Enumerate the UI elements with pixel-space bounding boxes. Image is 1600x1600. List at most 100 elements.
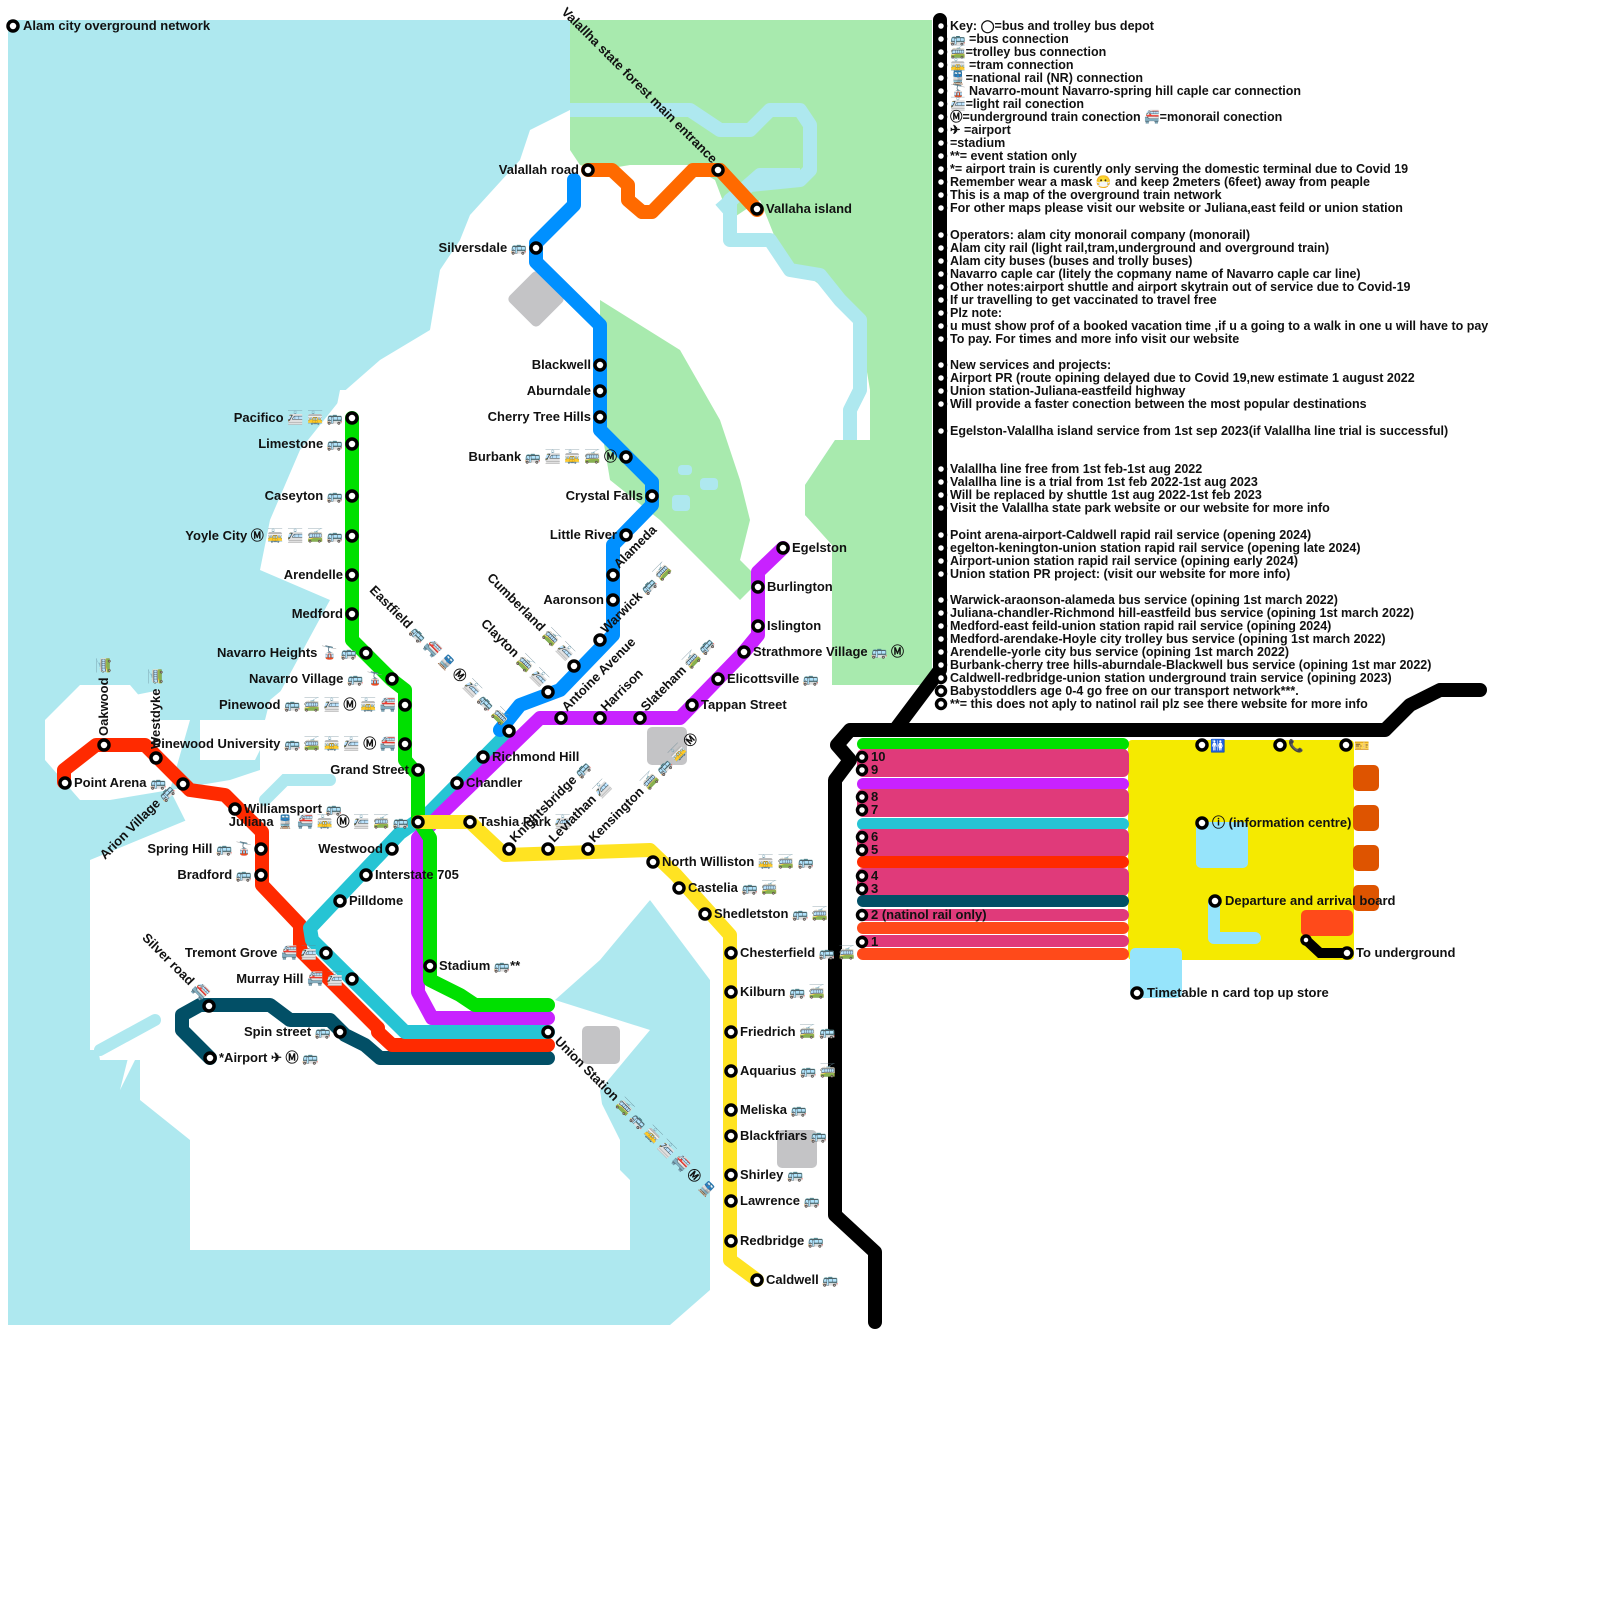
platform-2[interactable]: 2 (natinol rail only): [855, 907, 987, 922]
station[interactable]: Arendelle: [284, 567, 359, 582]
station-marker[interactable]: [149, 751, 163, 765]
platform-marker[interactable]: [855, 869, 869, 883]
black-top-line[interactable]: [873, 683, 1487, 737]
station-marker[interactable]: [58, 776, 72, 790]
station-marker[interactable]: [345, 972, 359, 986]
station[interactable]: Aquarius 🚌 🚎: [724, 1063, 836, 1078]
station[interactable]: Bradford 🚌: [177, 867, 268, 882]
station[interactable]: Tremont Grove 🚝 🚈: [185, 945, 333, 960]
station-marker[interactable]: [333, 894, 347, 908]
station-marker[interactable]: [202, 999, 216, 1013]
station-marker[interactable]: [619, 450, 633, 464]
platform-8[interactable]: 8: [855, 789, 879, 804]
station-marker[interactable]: [411, 815, 425, 829]
station-marker[interactable]: [359, 868, 373, 882]
station[interactable]: Strathmore Village 🚌 Ⓜ: [737, 644, 904, 659]
station-marker[interactable]: [606, 568, 620, 582]
station[interactable]: Friedrich 🚎 🚌: [724, 1024, 835, 1039]
platform-marker[interactable]: [855, 763, 869, 777]
station[interactable]: Egelston: [776, 540, 847, 555]
station[interactable]: Caseyton 🚌: [265, 488, 359, 503]
station-marker[interactable]: [333, 1025, 347, 1039]
station[interactable]: Elicottsville 🚌: [711, 671, 819, 686]
platform-10[interactable]: 10: [855, 749, 886, 764]
station[interactable]: Redbridge 🚌: [724, 1233, 824, 1248]
station-marker[interactable]: [685, 698, 699, 712]
station[interactable]: Lawrence 🚌: [724, 1193, 820, 1208]
station-marker[interactable]: [646, 855, 660, 869]
station-marker[interactable]: [724, 1194, 738, 1208]
platform-6[interactable]: 6: [855, 829, 879, 844]
station-marker[interactable]: [359, 646, 373, 660]
station[interactable]: Spin street 🚌: [244, 1024, 347, 1039]
station-marker[interactable]: [541, 685, 555, 699]
toilets-marker[interactable]: [1195, 738, 1209, 752]
station-marker[interactable]: [463, 815, 477, 829]
station-marker[interactable]: [724, 946, 738, 960]
station[interactable]: Oakwood 🚎: [96, 658, 111, 752]
station[interactable]: Kilburn 🚌 🚎: [724, 984, 825, 999]
station-marker[interactable]: [711, 163, 725, 177]
station[interactable]: Blackfriars 🚌: [724, 1128, 827, 1143]
station-marker[interactable]: [593, 358, 607, 372]
station[interactable]: Navarro Village 🚌 🚡: [249, 671, 399, 686]
teal-line[interactable]: [175, 998, 555, 1065]
station-marker[interactable]: [176, 777, 190, 791]
ticket-marker[interactable]: [1339, 738, 1353, 752]
platform-marker[interactable]: [855, 935, 869, 949]
station-marker[interactable]: [593, 384, 607, 398]
platform-4[interactable]: 4: [855, 868, 880, 883]
station-marker[interactable]: [606, 593, 620, 607]
station[interactable]: Interstate 705: [359, 867, 459, 882]
station-marker[interactable]: [345, 607, 359, 621]
store-marker[interactable]: [1130, 986, 1144, 1000]
station-marker[interactable]: [345, 529, 359, 543]
station[interactable]: Pacifico 🚈 🚋 🚌: [234, 410, 359, 425]
platform-7[interactable]: 7: [855, 802, 879, 817]
station-marker[interactable]: [724, 1064, 738, 1078]
platform-5[interactable]: 5: [855, 842, 879, 857]
station[interactable]: Islington: [751, 618, 821, 633]
station[interactable]: Pinewood University 🚌 🚎 🚋 🚈 Ⓜ 🚝: [153, 736, 412, 751]
platform-marker[interactable]: [855, 908, 869, 922]
station-marker[interactable]: [541, 842, 555, 856]
station[interactable]: Burbank 🚌 🚈 🚋 🚎 Ⓜ: [468, 449, 633, 464]
station[interactable]: North Williston 🚋 🚎 🚌: [646, 854, 814, 869]
station-marker[interactable]: [345, 437, 359, 451]
station-marker[interactable]: [385, 842, 399, 856]
station[interactable]: Grand Street: [330, 762, 425, 777]
station[interactable]: Juliana 🚆 🚝 🚋 Ⓜ 🚈 🚎 🚌: [229, 814, 425, 829]
station[interactable]: *Airport ✈ Ⓜ 🚌: [203, 1050, 318, 1065]
station-marker[interactable]: [567, 659, 581, 673]
station-marker[interactable]: [724, 1234, 738, 1248]
station-marker[interactable]: [776, 541, 790, 555]
station[interactable]: Murray Hill 🚝 🚈: [236, 971, 359, 986]
station-marker[interactable]: [633, 711, 647, 725]
platform-3[interactable]: 3: [855, 881, 879, 896]
station-marker[interactable]: [593, 410, 607, 424]
station[interactable]: Medford: [292, 606, 359, 621]
station-marker[interactable]: [619, 528, 633, 542]
station-marker[interactable]: [398, 737, 412, 751]
station[interactable]: Shirley 🚌: [724, 1167, 803, 1182]
station[interactable]: Tappan Street: [685, 697, 787, 712]
station[interactable]: Burlington: [751, 579, 833, 594]
station[interactable]: Little River: [550, 527, 633, 542]
station-marker[interactable]: [254, 842, 268, 856]
platform-1[interactable]: 1: [855, 934, 879, 949]
purple-line[interactable]: [411, 541, 790, 1025]
station-marker[interactable]: [345, 568, 359, 582]
underground-marker-b[interactable]: [1340, 946, 1354, 960]
station[interactable]: Valallah road: [499, 162, 595, 177]
station-marker[interactable]: [711, 672, 725, 686]
station-marker[interactable]: [385, 672, 399, 686]
station-marker[interactable]: [450, 776, 464, 790]
station-marker[interactable]: [751, 580, 765, 594]
station-marker[interactable]: [750, 202, 764, 216]
platform-marker[interactable]: [855, 830, 869, 844]
platform-marker[interactable]: [855, 750, 869, 764]
station-marker[interactable]: [345, 489, 359, 503]
station-marker[interactable]: [345, 411, 359, 425]
station[interactable]: Caldwell 🚌: [750, 1272, 839, 1287]
station-marker[interactable]: [724, 985, 738, 999]
